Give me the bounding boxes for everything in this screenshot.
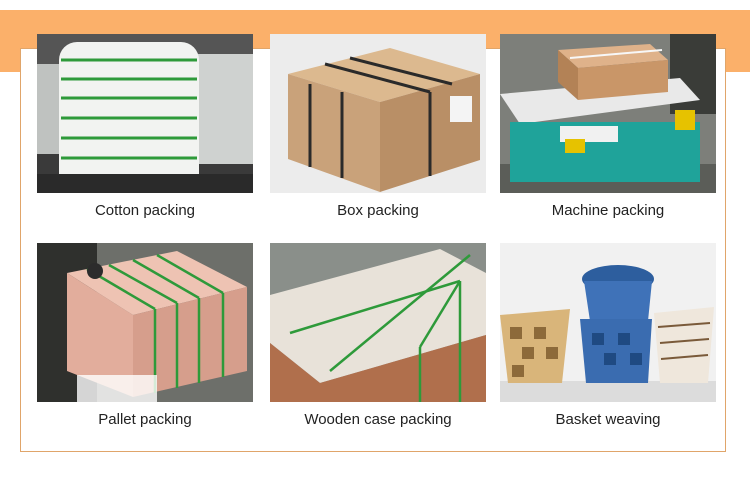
caption-machine-packing: Machine packing (551, 202, 665, 219)
machine-packing-photo (500, 34, 716, 193)
box-packing-photo (270, 34, 486, 193)
cotton-packing-photo (37, 34, 253, 193)
caption-basket-weaving: Basket weaving (555, 411, 661, 428)
caption-box-packing: Box packing (337, 202, 419, 219)
caption-pallet-packing: Pallet packing (98, 411, 192, 428)
caption-wooden-case-packing: Wooden case packing (304, 411, 452, 428)
pallet-packing-photo (37, 243, 253, 402)
caption-cotton-packing: Cotton packing (94, 202, 196, 219)
basket-weaving-photo (500, 243, 716, 402)
wooden-case-packing-photo (270, 243, 486, 402)
